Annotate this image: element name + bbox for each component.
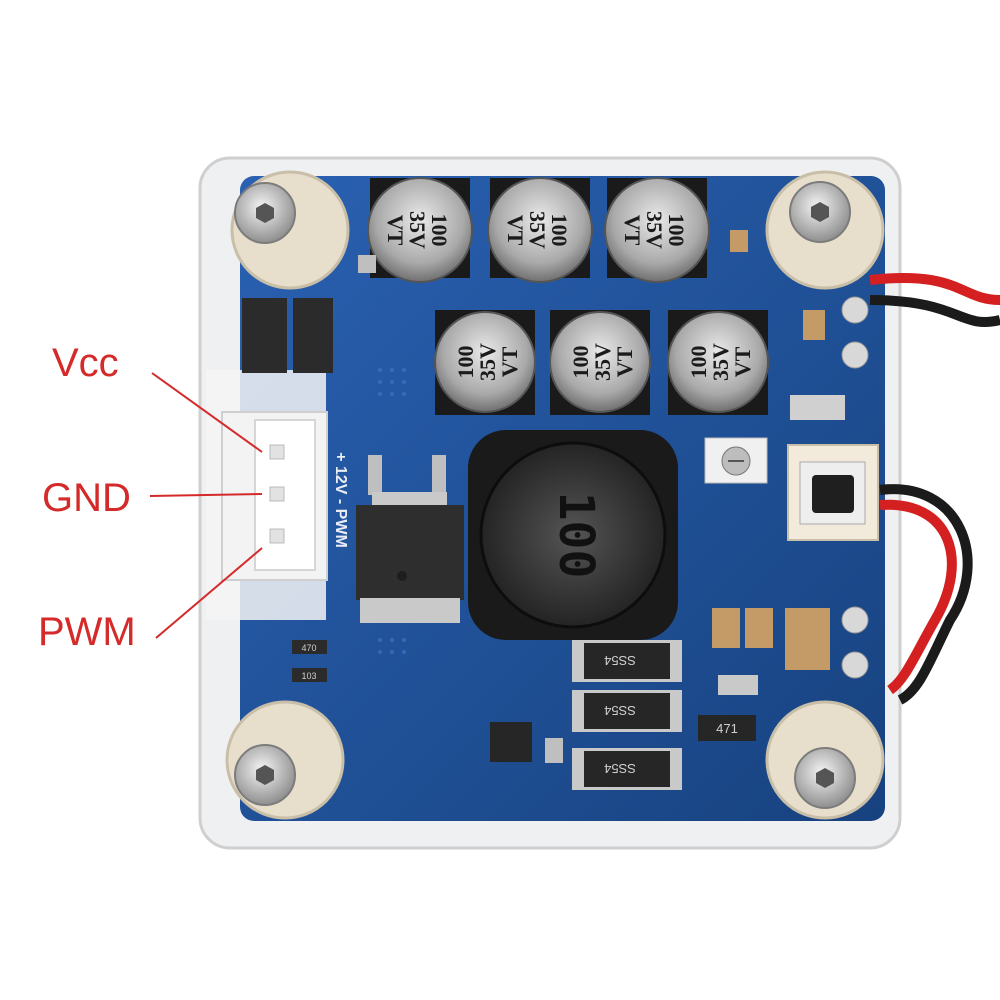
capacitor: 100 35V VT <box>487 177 593 283</box>
capacitor: 100 35V VT <box>549 310 651 415</box>
svg-text:100: 100 <box>453 346 478 379</box>
resistor-marking-small: 470 <box>301 643 316 653</box>
svg-text:SS54: SS54 <box>604 761 636 776</box>
svg-text:100: 100 <box>547 214 572 247</box>
standoff-top-right <box>765 170 885 290</box>
fan-connector <box>221 411 328 581</box>
svg-text:35V: 35V <box>525 211 550 249</box>
smd-pads <box>242 230 748 373</box>
vcc-label: Vcc <box>52 341 119 385</box>
svg-text:35V: 35V <box>405 211 430 249</box>
diode: SS54 <box>572 640 682 682</box>
inductor: 100 <box>468 430 678 640</box>
standoff-top-left <box>230 170 350 290</box>
diode: SS54 <box>572 748 682 790</box>
svg-text:35V: 35V <box>475 343 500 381</box>
capacitor: 100 35V VT <box>434 310 536 415</box>
resistor-marking: 471 <box>716 721 738 736</box>
callout-leader-lines <box>149 372 263 639</box>
push-button <box>787 444 879 541</box>
svg-text:VT: VT <box>383 215 408 246</box>
svg-text:100: 100 <box>568 346 593 379</box>
pwm-label: PWM <box>38 610 136 654</box>
svg-text:SS54: SS54 <box>604 703 636 718</box>
mosfet <box>356 455 464 623</box>
svg-text:35V: 35V <box>590 343 615 381</box>
standoff-bottom-right <box>765 700 885 820</box>
diode: SS54 <box>572 690 682 732</box>
svg-text:VT: VT <box>620 215 645 246</box>
svg-text:VT: VT <box>612 346 637 377</box>
gnd-label: GND <box>42 476 131 520</box>
silkscreen-label: + 12V - PWM <box>332 452 349 548</box>
svg-text:VT: VT <box>497 346 522 377</box>
svg-text:VT: VT <box>503 215 528 246</box>
smd-components: 471 470 103 <box>292 608 830 763</box>
svg-text:100: 100 <box>686 346 711 379</box>
trimmer-potentiometer <box>704 437 768 484</box>
svg-text:100: 100 <box>427 214 452 247</box>
svg-text:35V: 35V <box>708 343 733 381</box>
svg-text:100: 100 <box>664 214 689 247</box>
standoff-bottom-left <box>225 700 345 820</box>
svg-text:SS54: SS54 <box>604 653 636 668</box>
resistor-marking-small: 103 <box>301 671 316 681</box>
wire-terminals <box>790 296 869 679</box>
inductor-marking: 100 <box>548 492 604 579</box>
svg-text:VT: VT <box>730 346 755 377</box>
capacitor: 100 35V VT <box>367 177 473 283</box>
capacitor: 100 35V VT <box>667 310 769 415</box>
capacitor: 100 35V VT <box>604 177 710 283</box>
svg-text:35V: 35V <box>642 211 667 249</box>
wires <box>869 272 1000 705</box>
